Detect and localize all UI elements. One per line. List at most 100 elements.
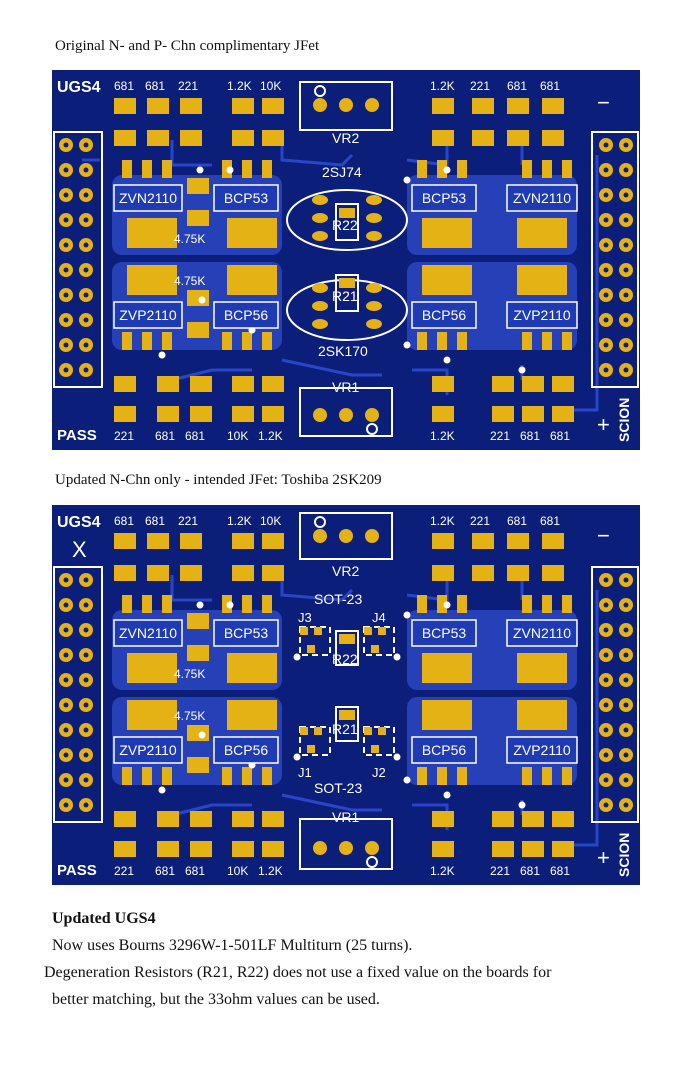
header-pin-hole bbox=[63, 317, 69, 323]
smd-pad bbox=[232, 533, 254, 549]
resistor-value: 681 bbox=[520, 429, 540, 443]
chip-label: BCP56 bbox=[422, 742, 467, 758]
smd-pad bbox=[190, 406, 212, 422]
header-pin-hole bbox=[623, 242, 629, 248]
right-header-outline bbox=[591, 131, 639, 388]
header-pin-hole bbox=[603, 342, 609, 348]
smd-pad bbox=[552, 811, 574, 827]
smd-pad bbox=[542, 160, 552, 178]
resistor-value: 681 bbox=[550, 864, 570, 878]
via bbox=[443, 791, 451, 799]
jfet-pin bbox=[312, 195, 328, 205]
smd-pad bbox=[222, 332, 232, 350]
j2-label: J2 bbox=[372, 765, 386, 780]
r21-label: R21 bbox=[332, 721, 358, 737]
header-pin-hole bbox=[603, 602, 609, 608]
smd-pad bbox=[190, 811, 212, 827]
smd-pad bbox=[127, 265, 177, 295]
header-pin-hole bbox=[623, 627, 629, 633]
sot23-pin bbox=[307, 745, 315, 753]
jfet-pin bbox=[366, 283, 382, 293]
sot23-pin bbox=[378, 727, 386, 735]
smd-pad bbox=[262, 565, 284, 581]
pot-pin bbox=[313, 841, 327, 855]
smd-pad bbox=[432, 406, 454, 422]
smd-pad bbox=[122, 160, 132, 178]
smd-pad bbox=[232, 811, 254, 827]
chip-outline bbox=[213, 736, 279, 764]
plus-sign: + bbox=[597, 412, 610, 437]
smd-pad bbox=[522, 160, 532, 178]
header-pins bbox=[59, 573, 633, 812]
resistor-value: 681 bbox=[520, 864, 540, 878]
via bbox=[293, 753, 301, 761]
smd-pad bbox=[227, 265, 277, 295]
j1-label: J1 bbox=[298, 765, 312, 780]
left-header-outline bbox=[53, 566, 103, 823]
smd-pad bbox=[457, 595, 467, 613]
resistor-value: 10K bbox=[260, 514, 281, 528]
header-pin-hole bbox=[623, 577, 629, 583]
smd-pad bbox=[122, 332, 132, 350]
resistor-value: 221 bbox=[470, 79, 490, 93]
header-pin-hole bbox=[603, 777, 609, 783]
resistor-value: 221 bbox=[178, 79, 198, 93]
pass-label: PASS bbox=[57, 427, 97, 444]
chip-outline bbox=[113, 184, 183, 212]
via bbox=[198, 731, 206, 739]
board-title: UGS4 bbox=[57, 79, 101, 96]
smd-pad bbox=[432, 533, 454, 549]
jfet-pin bbox=[312, 213, 328, 223]
via bbox=[226, 601, 234, 609]
smd-pad bbox=[542, 130, 564, 146]
smd-pad bbox=[142, 160, 152, 178]
chip-label: BCP53 bbox=[422, 625, 467, 641]
smd-pad bbox=[262, 130, 284, 146]
smd-pad bbox=[432, 811, 454, 827]
smd-pad bbox=[492, 811, 514, 827]
chip-outline bbox=[113, 301, 183, 329]
smd-pad bbox=[339, 710, 355, 720]
minus-sign: − bbox=[597, 523, 610, 548]
smd-pad bbox=[262, 332, 272, 350]
pot-marker bbox=[366, 856, 378, 868]
via bbox=[198, 296, 206, 304]
res-value-lower: 4.75K bbox=[174, 709, 205, 723]
header-pin-hole bbox=[63, 727, 69, 733]
smd-pad bbox=[114, 565, 136, 581]
smd-pad bbox=[187, 210, 209, 226]
smd-pad bbox=[457, 767, 467, 785]
smd-pad bbox=[187, 645, 209, 661]
chip-outline bbox=[506, 301, 578, 329]
header-pin-hole bbox=[83, 317, 89, 323]
pot-pin bbox=[365, 841, 379, 855]
header-pin-hole bbox=[83, 217, 89, 223]
smd-pad bbox=[562, 160, 572, 178]
via bbox=[443, 601, 451, 609]
chip-label: BCP56 bbox=[224, 742, 269, 758]
header-pin-hole bbox=[603, 802, 609, 808]
vr1-label: VR1 bbox=[332, 809, 359, 825]
header-pin-hole bbox=[603, 652, 609, 658]
smd-pad bbox=[437, 160, 447, 178]
chip-label: ZVP2110 bbox=[119, 307, 177, 323]
resistor-value: 1.2K bbox=[227, 79, 252, 93]
resistor-value: 681 bbox=[114, 79, 134, 93]
smd-pad bbox=[472, 130, 494, 146]
header-pin-hole bbox=[63, 802, 69, 808]
vr2-label: VR2 bbox=[332, 130, 359, 146]
smd-pad bbox=[422, 265, 472, 295]
header-pin-hole bbox=[623, 292, 629, 298]
chip-label: BCP53 bbox=[224, 190, 269, 206]
vr1-label: VR1 bbox=[332, 379, 359, 395]
smd-pad bbox=[114, 533, 136, 549]
minus-sign: − bbox=[597, 90, 610, 115]
resistor-value: 681 bbox=[507, 79, 527, 93]
resistor-value: 1.2K bbox=[227, 514, 252, 528]
sot23-pin bbox=[364, 627, 372, 635]
jfet-pin bbox=[312, 231, 328, 241]
header-pin-hole bbox=[603, 317, 609, 323]
header-pin-hole bbox=[63, 267, 69, 273]
header-pin-hole bbox=[603, 167, 609, 173]
